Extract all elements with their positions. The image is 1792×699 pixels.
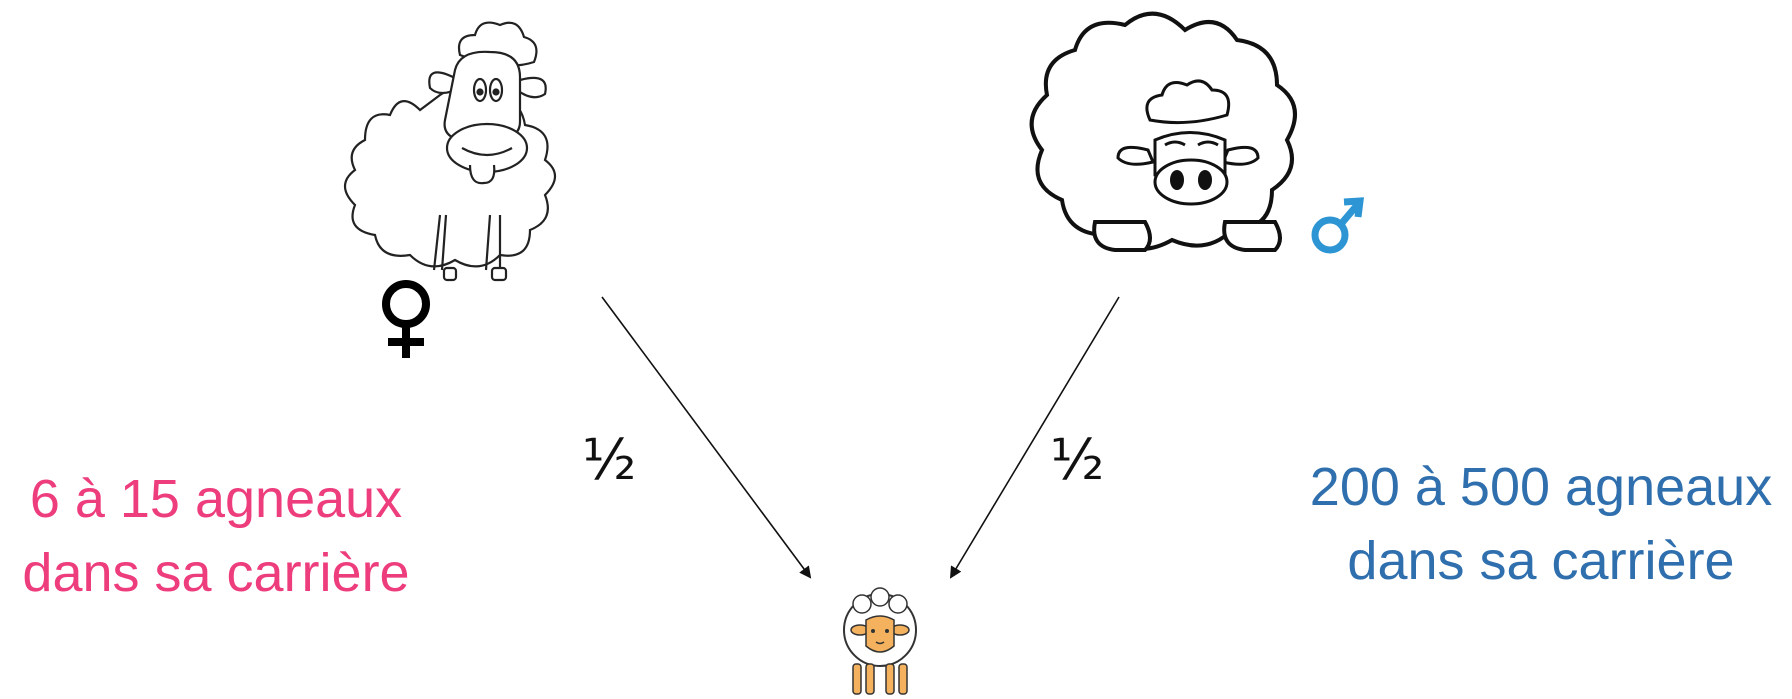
ewe-drawing — [343, 21, 557, 282]
female-line-1: 6 à 15 agneaux — [29, 469, 403, 529]
fraction-right: ½ — [1050, 428, 1105, 493]
mars-symbol — [1311, 197, 1364, 254]
ram-drawing — [1029, 11, 1297, 252]
male-line-1: 200 à 500 agneaux — [1309, 457, 1773, 517]
venus-symbol — [382, 280, 430, 358]
arrow-left — [601, 296, 812, 579]
male-offspring-text: 200 à 500 agneaux dans sa carrière — [1290, 450, 1792, 598]
female-offspring-text: 6 à 15 agneaux dans sa carrière — [0, 462, 432, 610]
arrow-right — [949, 296, 1120, 579]
fraction-left: ½ — [582, 428, 637, 493]
male-line-2: dans sa carrière — [1347, 531, 1735, 591]
lamb-icon — [843, 587, 917, 695]
female-line-2: dans sa carrière — [22, 543, 410, 603]
